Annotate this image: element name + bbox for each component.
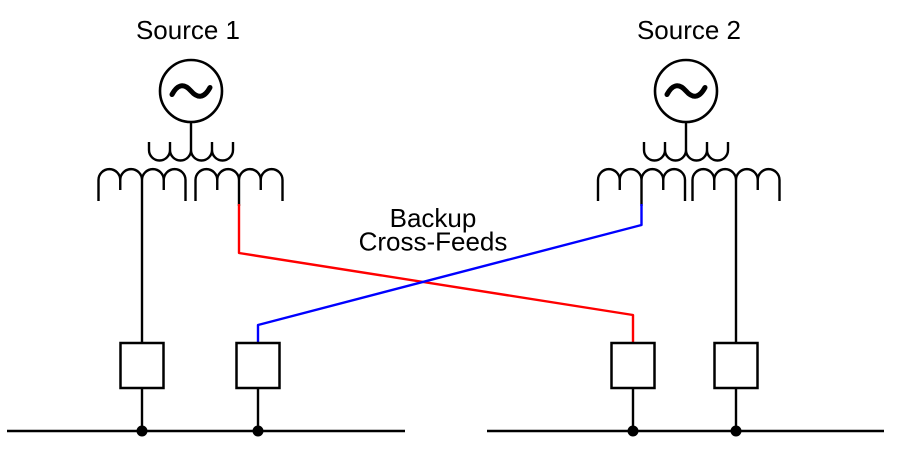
breaker-2-square-icon [235,341,281,390]
cross-feeds-caption: Backup Cross-Feeds [359,203,508,257]
source-1-label: Source 1 [136,15,240,45]
bus-junction-dot-icon [730,425,742,437]
bus-junction-dot-icon [252,425,264,437]
ac-sine-tilde-icon [169,83,213,99]
source-2-group: Source 2 [596,15,781,343]
cross-feed-red-line [237,204,635,343]
bus-junction-dot-icon [627,425,639,437]
cross-feeds-caption-line1: Backup [390,203,477,233]
breaker-1-square-icon [119,341,165,390]
cross-feeds-caption-line2: Cross-Feeds [359,227,508,257]
source-1-group: Source 1 [97,15,284,343]
transformer-2-primary-winding-icon [642,142,730,162]
source-2-label: Source 2 [637,15,741,45]
breaker-3-square-icon [610,341,656,390]
transformer-1-primary-winding-icon [147,142,235,162]
cross-feed-blue-line [256,204,643,343]
ac-sine-tilde-icon [664,83,708,99]
breaker-4-square-icon [713,341,759,390]
bus-junction-dot-icon [136,425,148,437]
